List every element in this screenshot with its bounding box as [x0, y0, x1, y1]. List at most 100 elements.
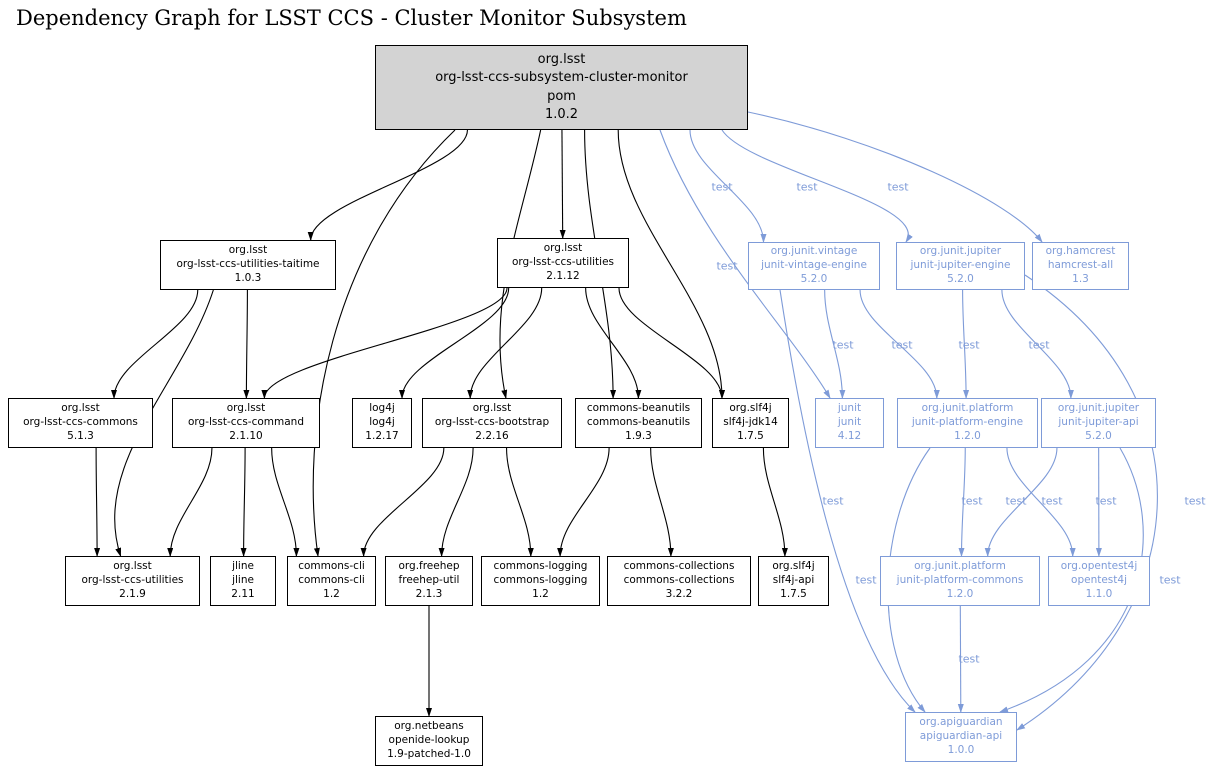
node-commonsCli-line-0: commons-cli	[298, 560, 365, 573]
edge-utilities12-to-slf4jJdk14	[618, 287, 725, 399]
node-root-line-0: org.lsst	[537, 51, 586, 67]
edge-utilities12-to-command	[261, 287, 508, 399]
edge-platformEngine-to-platformCommons	[958, 447, 966, 557]
node-freehep-line-0: org.freehep	[398, 560, 460, 573]
node-freehep-line-2: 2.1.3	[415, 587, 443, 600]
edge-platformEngine-to-opentest4j	[1006, 447, 1076, 557]
node-apiguardian-line-0: org.apiguardian	[919, 716, 1003, 729]
edge-root-to-slf4jJdk14	[617, 129, 725, 399]
node-bootstrap-line-2: 2.2.16	[475, 429, 509, 442]
node-log4j-line-1: log4j	[369, 416, 395, 429]
node-commonsLogging-line-2: 1.2	[532, 587, 549, 600]
node-commonsCli-line-1: commons-cli	[298, 574, 365, 587]
node-commons513-line-2: 5.1.3	[67, 429, 94, 442]
node-beanutils-line-2: 1.9.3	[625, 429, 652, 442]
edge-utilities12-to-log4j	[399, 287, 510, 399]
edge-label-vintage-to-junit: test	[832, 338, 854, 352]
edge-commons513-to-utilities219	[94, 447, 101, 557]
node-commonsCollections-line-1: commons-collections	[623, 574, 735, 587]
node-jupiterEngine-line-2: 5.2.0	[947, 272, 974, 285]
edge-label-root-to-vintage: test	[711, 180, 733, 194]
edge-root-to-hamcrest	[747, 111, 1043, 243]
node-root-line-1: org-lsst-ccs-subsystem-cluster-monitor	[435, 70, 688, 86]
edge-label-jupiterApi-to-platformCommons: test	[1005, 494, 1027, 508]
edge-label-jupiterEngine-to-jupiterApi: test	[1028, 338, 1050, 352]
node-log4j-line-2: 1.2.17	[365, 429, 399, 442]
node-command-line-1: org-lsst-ccs-command	[188, 416, 304, 429]
node-root-line-2: pom	[547, 88, 576, 104]
node-platformCommons-line-1: junit-platform-commons	[896, 574, 1024, 587]
node-opentest4j-line-1: opentest4j	[1071, 574, 1127, 587]
node-utilities219-line-2: 2.1.9	[119, 587, 146, 600]
node-commons513-line-1: org-lsst-ccs-commons	[23, 416, 138, 429]
node-bootstrap-line-0: org.lsst	[472, 402, 512, 415]
edge-beanutils-to-commonsLogging	[557, 447, 610, 557]
node-commonsCollections-line-2: 3.2.2	[665, 587, 693, 600]
node-openide-line-0: org.netbeans	[394, 720, 464, 733]
edge-label-vintage-to-apiguardian: test	[822, 494, 844, 508]
edge-label-platformEngine-to-platformCommons: test	[961, 494, 983, 508]
edge-label-jupiterApi-to-opentest4j: test	[1095, 494, 1117, 508]
node-jline-line-2: 2.11	[231, 587, 255, 600]
edge-bootstrap-to-commonsCli	[360, 447, 445, 557]
node-openide-line-1: openide-lookup	[388, 734, 470, 747]
node-junit-line-0: junit	[837, 402, 862, 415]
edge-utilities12-to-beanutils	[585, 287, 642, 399]
node-root: org.lsst org-lsst-ccs-subsystem-cluster-m…	[375, 45, 748, 130]
edge-vintage-to-apiguardian	[779, 289, 916, 713]
edge-label-vintage-to-platformEngine: test	[891, 338, 913, 352]
node-commonsCli-line-2: 1.2	[323, 587, 340, 600]
node-apiguardian-line-1: apiguardian-api	[919, 730, 1003, 743]
node-root-line-3: 1.0.2	[544, 106, 579, 122]
edge-root-to-taitime	[307, 129, 468, 241]
node-utilities219-line-0: org.lsst	[113, 560, 152, 573]
edge-jupiterApi-to-platformCommons	[984, 447, 1058, 557]
edge-root-to-junit	[659, 129, 831, 399]
edge-jupiterEngine-to-platformEngine	[962, 289, 970, 399]
node-slf4jApi-line-2: 1.7.5	[780, 587, 807, 600]
page-title: Dependency Graph for LSST CCS - Cluster …	[16, 6, 687, 30]
node-openide-line-2: 1.9-patched-1.0	[387, 747, 471, 760]
node-log4j-line-0: log4j	[369, 402, 395, 415]
edge-vintage-to-platformEngine	[859, 289, 940, 399]
node-opentest4j-line-2: 1.1.0	[1085, 587, 1113, 600]
node-vintage-line-0: org.junit.vintage	[770, 245, 858, 258]
edge-taitime-to-command	[243, 289, 250, 399]
node-beanutils-line-1: commons-beanutils	[586, 416, 691, 429]
edge-utilities12-to-bootstrap	[467, 287, 543, 399]
node-jline-line-0: jline	[232, 560, 254, 573]
edge-label-jupiterEngine-to-apiguardian: test	[1184, 494, 1206, 508]
edge-taitime-to-commons513	[111, 289, 199, 399]
edge-root-to-jupiterEngine	[721, 129, 913, 243]
edge-slf4jJdk14-to-slf4jApi	[762, 447, 788, 557]
node-apiguardian-line-2: 1.0.0	[947, 743, 975, 756]
node-slf4jJdk14-line-1: slf4j-jdk14	[723, 416, 778, 429]
edge-label-jupiterApi-to-apiguardian: test	[1159, 573, 1181, 587]
edge-vintage-to-junit	[824, 289, 846, 399]
node-platformEngine-line-2: 1.2.0	[954, 429, 981, 442]
edge-bootstrap-to-freehep	[438, 447, 474, 557]
edge-label-platformCommons-to-apiguardian: test	[958, 652, 980, 666]
node-junit-line-2: 4.12	[837, 429, 862, 442]
node-command-line-0: org.lsst	[226, 402, 266, 415]
